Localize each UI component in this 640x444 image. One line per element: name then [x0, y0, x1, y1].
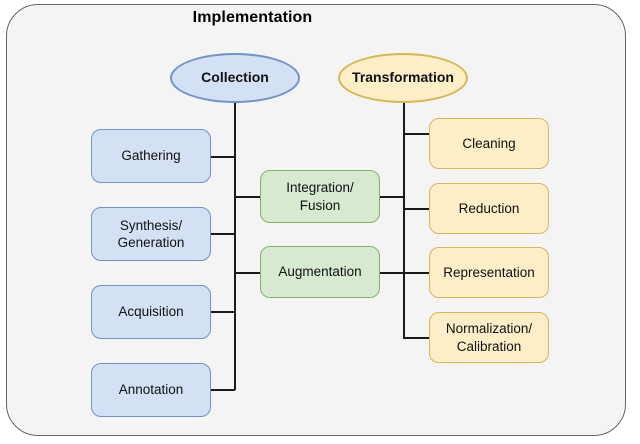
- node-integration-fusion-line2: Fusion: [299, 197, 341, 213]
- connector-collection-to-gathering: [211, 156, 235, 158]
- node-synthesis-generation[interactable]: Synthesis/ Generation: [91, 207, 211, 261]
- node-cleaning[interactable]: Cleaning: [429, 118, 549, 169]
- node-collection-label: Collection: [201, 69, 269, 86]
- node-representation[interactable]: Representation: [429, 247, 549, 298]
- connector-collection-to-synthesis: [211, 233, 235, 235]
- connector-augmentation-to-transformation: [379, 272, 405, 274]
- node-normalization-calibration[interactable]: Normalization/ Calibration: [429, 312, 549, 363]
- node-annotation-label: Annotation: [118, 382, 184, 398]
- connector-collection-trunk: [234, 102, 236, 390]
- connector-collection-to-acquisition: [211, 311, 235, 313]
- node-synthesis-generation-label: Synthesis/ Generation: [118, 217, 185, 252]
- node-gathering-label: Gathering: [121, 148, 181, 164]
- connector-transformation-to-cleaning: [403, 133, 430, 135]
- node-acquisition[interactable]: Acquisition: [91, 285, 211, 339]
- connector-transformation-trunk: [403, 102, 405, 338]
- node-reduction[interactable]: Reduction: [429, 183, 549, 234]
- node-transformation[interactable]: Transformation: [338, 53, 468, 103]
- node-collection[interactable]: Collection: [170, 53, 300, 103]
- node-augmentation-label: Augmentation: [278, 264, 362, 280]
- node-gathering[interactable]: Gathering: [91, 129, 211, 183]
- connector-transformation-to-reduction: [403, 208, 430, 210]
- connector-integration-to-transformation: [379, 196, 405, 198]
- connector-collection-to-integration: [234, 196, 261, 198]
- connector-transformation-to-representation: [403, 272, 430, 274]
- node-synthesis-generation-line2: Generation: [117, 235, 185, 250]
- node-cleaning-label: Cleaning: [462, 135, 516, 151]
- page-title: Implementation: [192, 9, 313, 26]
- node-integration-fusion-label: Integration/ Fusion: [286, 179, 354, 214]
- node-acquisition-label: Acquisition: [118, 304, 184, 320]
- node-normalization-calibration-label: Normalization/ Calibration: [446, 320, 532, 355]
- node-integration-fusion[interactable]: Integration/ Fusion: [260, 170, 380, 223]
- connector-collection-to-annotation: [211, 389, 235, 391]
- node-synthesis-generation-line1: Synthesis/: [119, 217, 183, 233]
- node-annotation[interactable]: Annotation: [91, 363, 211, 417]
- node-augmentation[interactable]: Augmentation: [260, 246, 380, 298]
- node-representation-label: Representation: [443, 264, 535, 280]
- node-normalization-calibration-line1: Normalization/: [445, 321, 533, 337]
- node-normalization-calibration-line2: Calibration: [456, 338, 522, 354]
- node-transformation-label: Transformation: [352, 69, 454, 86]
- connector-collection-to-augmentation: [234, 272, 261, 274]
- connector-transformation-to-normalization: [403, 337, 430, 339]
- node-reduction-label: Reduction: [458, 200, 520, 216]
- node-integration-fusion-line1: Integration/: [286, 180, 354, 196]
